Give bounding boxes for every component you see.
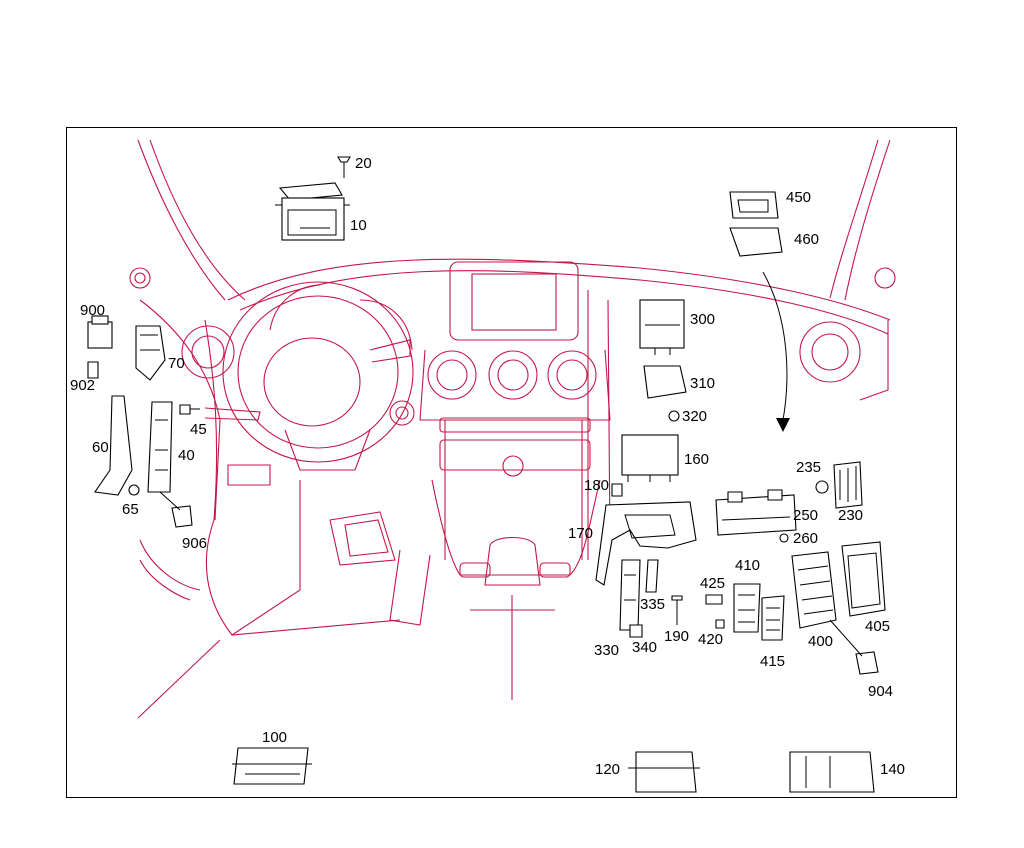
part-460-cover	[729, 227, 783, 257]
label-140: 140	[880, 761, 906, 778]
part-10-module	[275, 182, 350, 241]
label-250: 250	[793, 507, 819, 524]
label-904: 904	[868, 683, 894, 700]
label-40: 40	[178, 447, 195, 464]
label-70: 70	[168, 355, 185, 372]
label-310: 310	[690, 375, 716, 392]
label-900: 900	[80, 302, 106, 319]
label-10: 10	[350, 217, 367, 234]
label-410: 410	[735, 557, 761, 574]
label-160: 160	[684, 451, 710, 468]
label-260: 260	[793, 530, 819, 547]
label-460: 460	[794, 231, 820, 248]
label-235: 235	[796, 459, 822, 476]
label-180: 180	[584, 477, 610, 494]
label-425: 425	[700, 575, 726, 592]
parts	[87, 156, 886, 793]
label-450: 450	[786, 189, 812, 206]
label-20: 20	[355, 155, 372, 172]
diagram-frame	[66, 127, 957, 798]
part-20-screw	[337, 156, 351, 178]
part-450-bracket	[729, 191, 779, 219]
label-230: 230	[838, 507, 864, 524]
label-405: 405	[865, 618, 891, 635]
dashboard-outline	[129, 139, 896, 719]
label-320: 320	[682, 408, 708, 425]
label-190: 190	[664, 628, 690, 645]
label-45: 45	[190, 421, 207, 438]
label-340: 340	[632, 639, 658, 656]
label-335: 335	[640, 596, 666, 613]
label-60: 60	[92, 439, 109, 456]
label-906: 906	[182, 535, 208, 552]
label-65: 65	[122, 501, 139, 518]
label-330: 330	[594, 642, 620, 659]
label-170: 170	[568, 525, 594, 542]
label-400: 400	[808, 633, 834, 650]
label-420: 420	[698, 631, 724, 648]
label-902: 902	[70, 377, 96, 394]
label-100: 100	[262, 729, 288, 746]
label-415: 415	[760, 653, 786, 670]
label-120: 120	[595, 761, 621, 778]
label-300: 300	[690, 311, 716, 328]
